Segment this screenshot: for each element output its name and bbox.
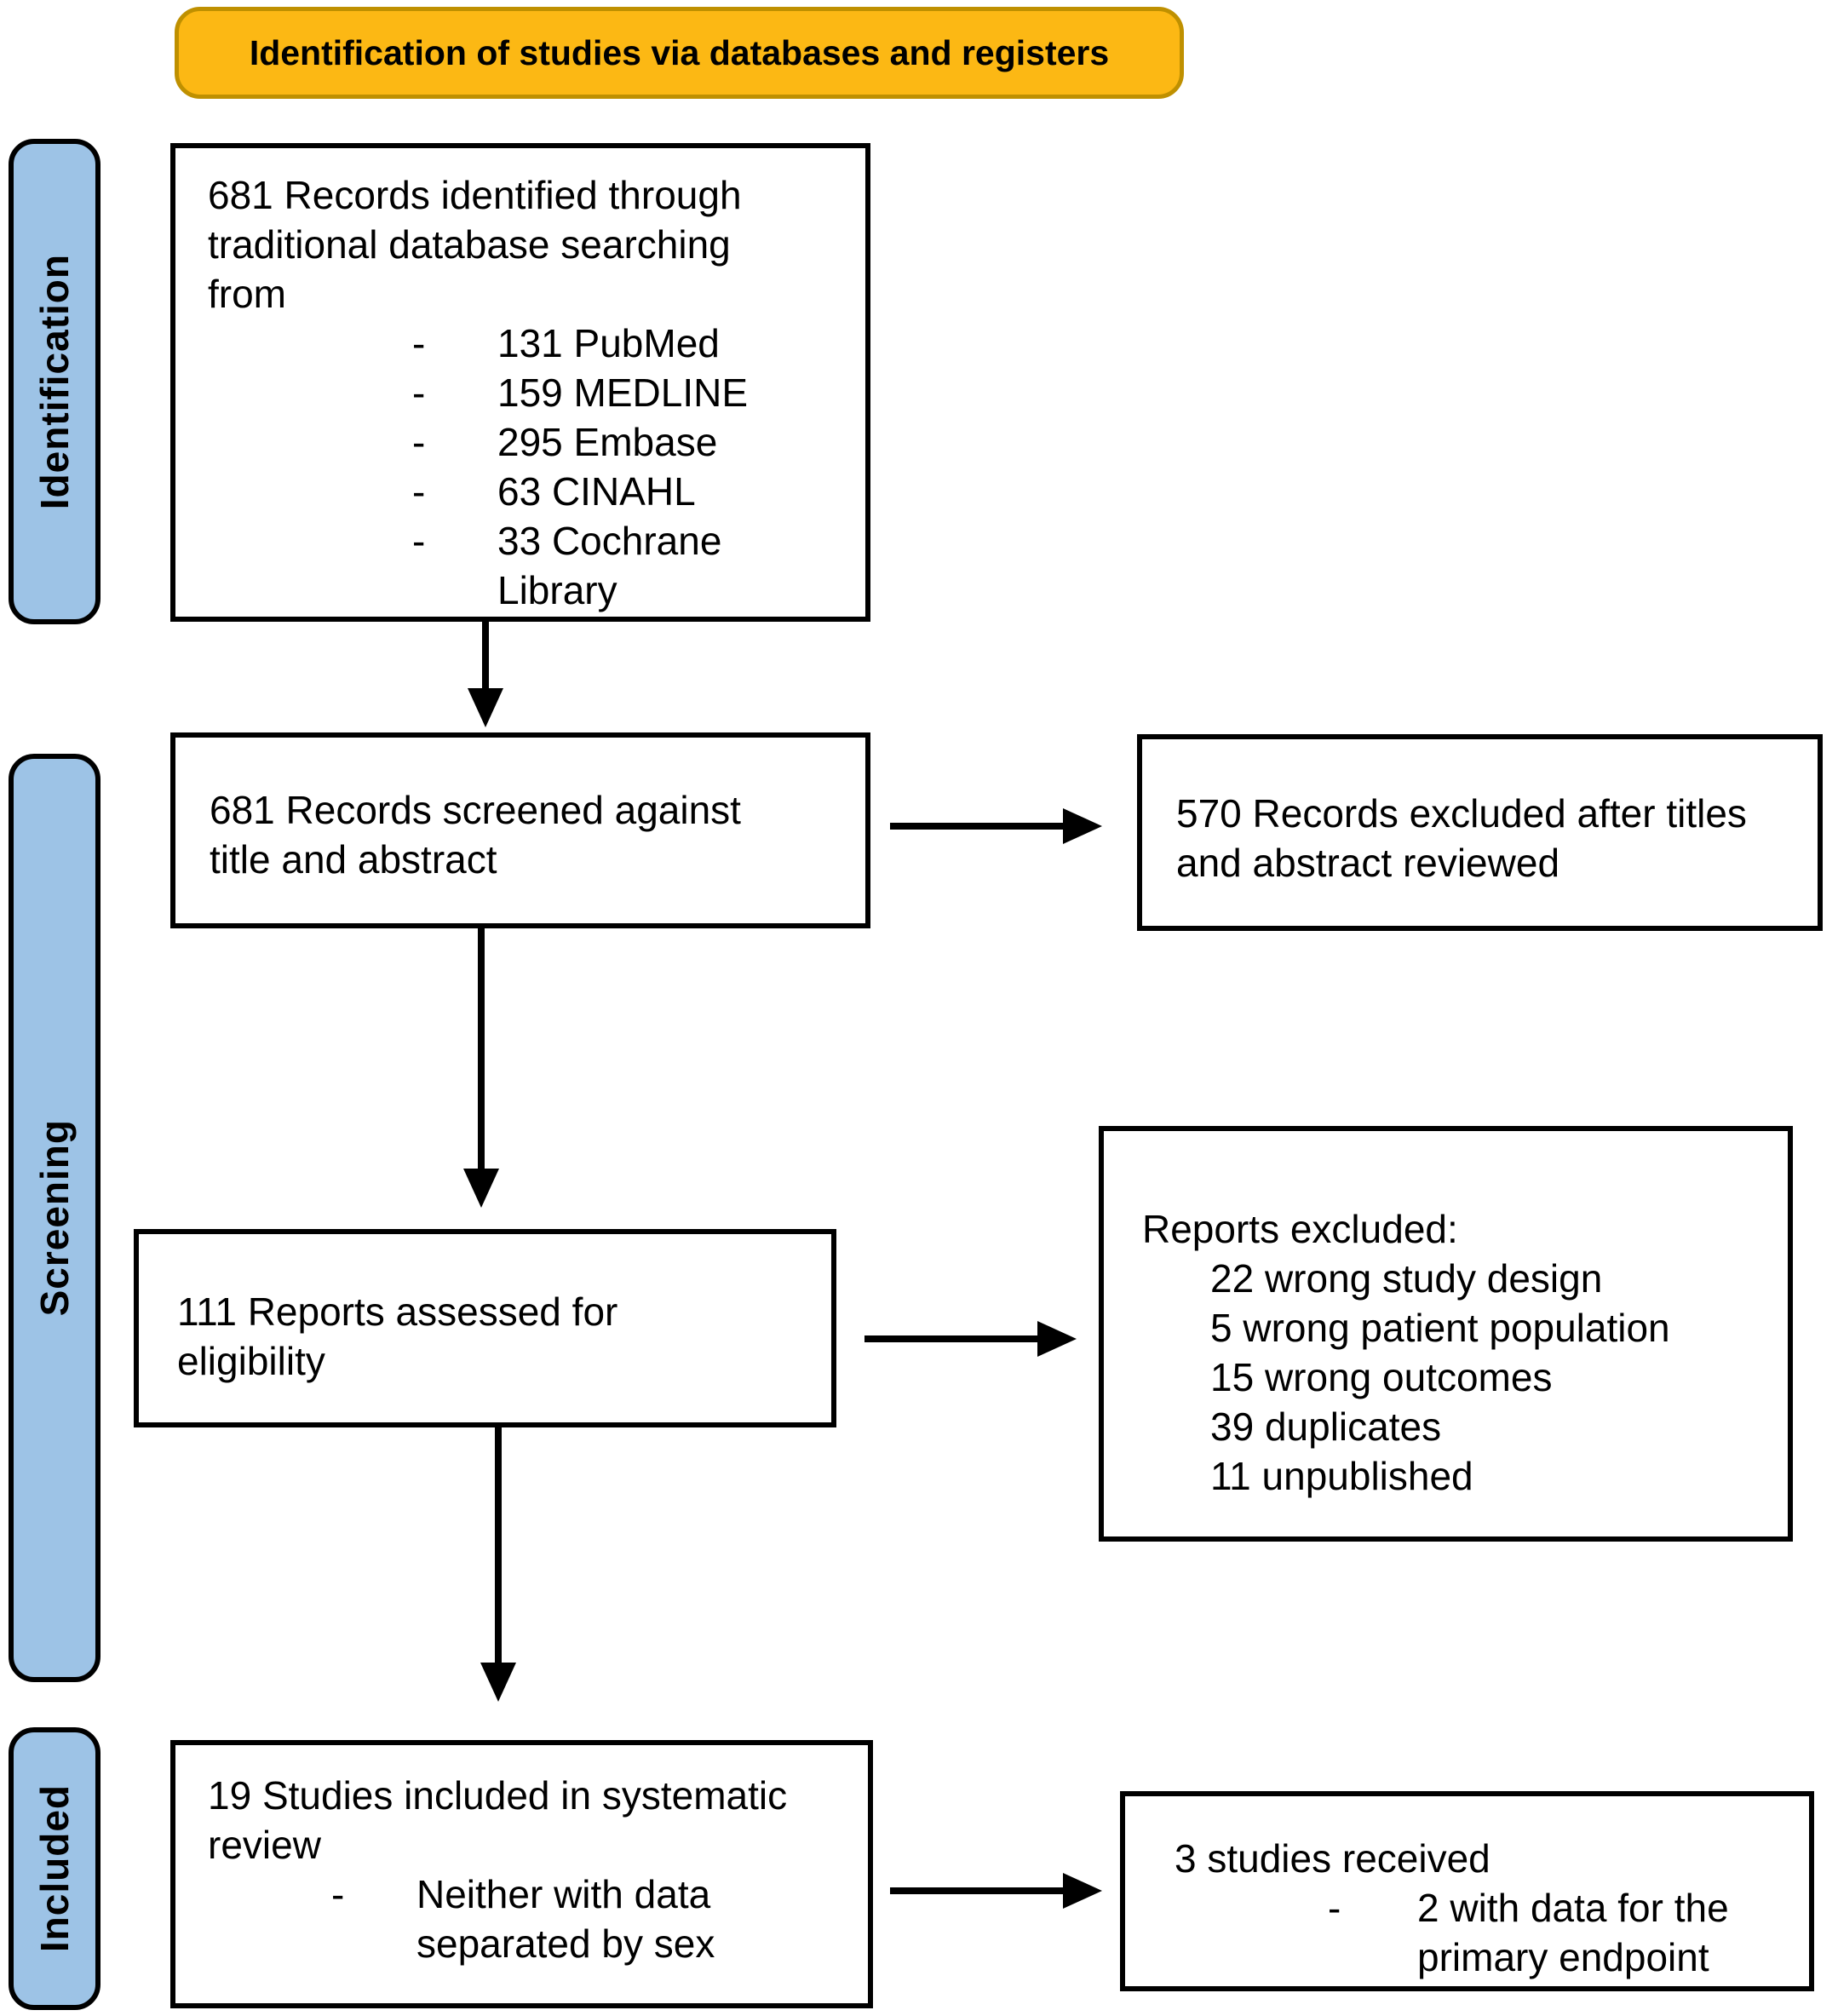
arrow-included-to-received-line bbox=[890, 1887, 1065, 1894]
box-records-excluded-after-titles: 570 Records excluded after titles and ab… bbox=[1137, 734, 1823, 931]
included-item-row: - Neither with data separated by sex bbox=[208, 1870, 868, 1968]
identified-item-row: - 63 CINAHL bbox=[208, 467, 865, 516]
stage-label-screening: Screening bbox=[9, 754, 101, 1682]
arrow-assessed-to-reports-excluded-line bbox=[864, 1335, 1039, 1342]
banner-title: Identification of studies via databases … bbox=[249, 33, 1110, 72]
identified-item-row: - 159 MEDLINE bbox=[208, 368, 865, 417]
stage-label-identification: Identification bbox=[9, 139, 101, 624]
box-reports-assessed: 111 Reports assessed for eligibility bbox=[134, 1229, 836, 1427]
arrow-screened-to-assessed-head bbox=[463, 1169, 499, 1208]
stage-label-included-text: Included bbox=[32, 1784, 77, 1953]
included-item-no-sex-data: Neither with data separated by sex bbox=[416, 1872, 715, 1966]
identified-item-embase: 295 Embase bbox=[497, 420, 718, 464]
dash-bullet: - bbox=[412, 321, 426, 365]
box-records-screened-text: 681 Records screened against title and a… bbox=[210, 788, 741, 882]
box-records-identified: 681 Records identified through tradition… bbox=[170, 143, 870, 622]
box-records-excluded-after-titles-text: 570 Records excluded after titles and ab… bbox=[1176, 791, 1747, 885]
arrow-screened-to-excluded-line bbox=[890, 823, 1065, 830]
reports-excluded-item-duplicates: 39 duplicates bbox=[1210, 1404, 1442, 1449]
arrow-included-to-received-head bbox=[1063, 1873, 1102, 1909]
dash-bullet: - bbox=[412, 469, 426, 514]
box-studies-received: 3 studies received - 2 with data for the… bbox=[1120, 1791, 1814, 1991]
banner-identification-via-databases: Identification of studies via databases … bbox=[175, 7, 1184, 99]
dash-bullet: - bbox=[412, 370, 426, 415]
arrow-assessed-to-included-head bbox=[480, 1663, 516, 1702]
identified-item-row: - 131 PubMed bbox=[208, 319, 865, 368]
box-studies-received-text: 3 studies received bbox=[1175, 1836, 1491, 1881]
arrow-assessed-to-included-line bbox=[495, 1426, 502, 1664]
stage-label-identification-text: Identification bbox=[32, 253, 77, 510]
reports-excluded-item-outcomes: 15 wrong outcomes bbox=[1210, 1355, 1553, 1399]
dash-bullet: - bbox=[412, 420, 426, 464]
arrow-screened-to-excluded-head bbox=[1063, 808, 1102, 844]
box-records-screened: 681 Records screened against title and a… bbox=[170, 732, 870, 928]
arrow-screened-to-assessed-line bbox=[478, 928, 485, 1170]
received-item-row: - 2 with data for the primary endpoint bbox=[1175, 1883, 1809, 1982]
box-reports-excluded-title: Reports excluded: bbox=[1142, 1207, 1458, 1251]
identified-item-medline: 159 MEDLINE bbox=[497, 370, 749, 415]
box-studies-included-text: 19 Studies included in systematic review bbox=[208, 1773, 788, 1867]
arrow-assessed-to-reports-excluded-head bbox=[1037, 1321, 1077, 1357]
received-item-primary-endpoint: 2 with data for the primary endpoint bbox=[1417, 1886, 1729, 1979]
box-records-identified-text: 681 Records identified through tradition… bbox=[208, 173, 742, 316]
arrow-identified-to-screened-head bbox=[468, 688, 503, 727]
identified-item-cinahl: 63 CINAHL bbox=[497, 469, 696, 514]
dash-bullet: - bbox=[1328, 1886, 1341, 1930]
reports-excluded-item-population: 5 wrong patient population bbox=[1210, 1306, 1670, 1350]
dash-bullet: - bbox=[412, 519, 426, 563]
dash-bullet: - bbox=[331, 1872, 345, 1916]
stage-label-included: Included bbox=[9, 1727, 101, 2010]
arrow-identified-to-screened-line bbox=[482, 620, 489, 690]
identified-item-row: - 295 Embase bbox=[208, 417, 865, 467]
identified-item-pubmed: 131 PubMed bbox=[497, 321, 720, 365]
stage-label-screening-text: Screening bbox=[32, 1119, 77, 1317]
reports-excluded-item-design: 22 wrong study design bbox=[1210, 1256, 1603, 1301]
identified-item-row: - 33 Cochrane Library bbox=[208, 516, 865, 615]
box-studies-included: 19 Studies included in systematic review… bbox=[170, 1740, 873, 2008]
box-reports-assessed-text: 111 Reports assessed for eligibility bbox=[177, 1289, 618, 1383]
identified-item-cochrane: 33 Cochrane Library bbox=[497, 519, 722, 612]
reports-excluded-item-unpublished: 11 unpublished bbox=[1210, 1454, 1473, 1498]
box-reports-excluded: Reports excluded: 22 wrong study design … bbox=[1099, 1126, 1793, 1542]
